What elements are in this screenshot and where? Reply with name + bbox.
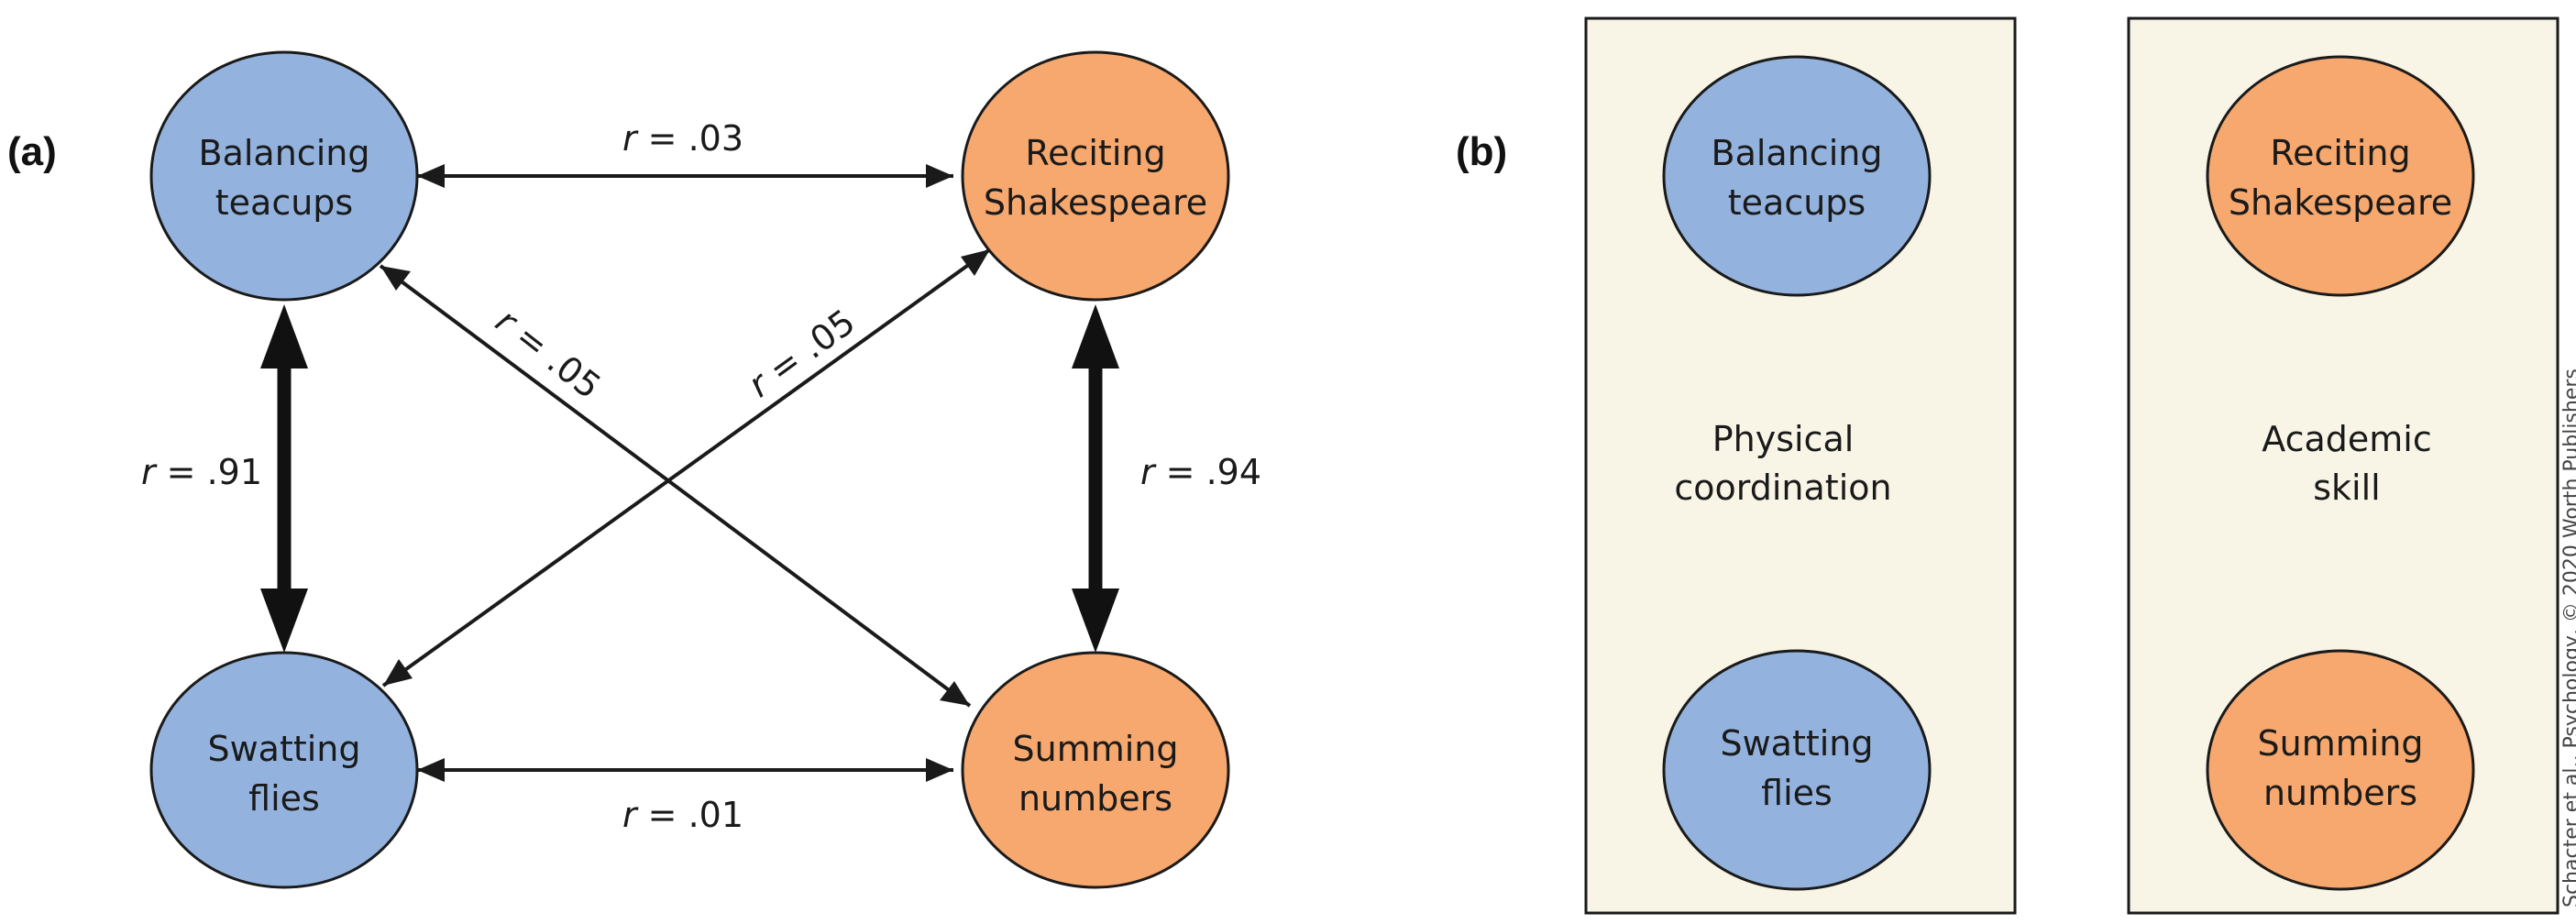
svg-text:Balancing: Balancing <box>1712 133 1883 173</box>
svg-text:Swatting: Swatting <box>207 729 360 769</box>
node-swatting-flies: Swatting flies <box>149 651 419 889</box>
label-r-balancing-swatting: r = .91 <box>141 452 262 492</box>
svg-text:Summing: Summing <box>1012 729 1178 769</box>
edge-reciting-swatting <box>381 248 992 688</box>
publisher-credit: Schacter et al., Psychology, © 2020 Wort… <box>2560 368 2576 908</box>
edge-balancing-swatting <box>260 304 308 653</box>
box-physical-coordination: Balancing teacups Physical coordination … <box>1584 16 2017 915</box>
svg-text:Shakespeare: Shakespeare <box>984 182 1207 223</box>
svg-text:flies: flies <box>248 778 320 819</box>
box-academic-skill: Reciting Shakespeare Academic skill Summ… <box>2127 16 2559 915</box>
box-title-physical-line2: coordination <box>1674 468 1891 508</box>
box-title-physical: Physical <box>1712 419 1855 459</box>
box-node-summing-numbers: Summing numbers <box>2206 649 2475 891</box>
svg-text:teacups: teacups <box>1728 182 1866 223</box>
svg-text:flies: flies <box>1761 773 1833 813</box>
edge-balancing-summing <box>379 264 972 708</box>
svg-text:teacups: teacups <box>215 182 353 223</box>
edge-balancing-reciting <box>417 164 953 188</box>
box-title-academic-line2: skill <box>2313 468 2380 508</box>
svg-text:Reciting: Reciting <box>1025 133 1165 173</box>
node-balancing-teacups: Balancing teacups <box>149 50 419 302</box>
panel-a-label: (a) <box>7 129 57 174</box>
svg-text:numbers: numbers <box>1018 778 1172 819</box>
edge-reciting-summing <box>1072 304 1119 653</box>
edge-swatting-summing <box>417 758 953 782</box>
svg-text:Summing: Summing <box>2257 723 2423 764</box>
box-node-swatting-flies: Swatting flies <box>1662 649 1932 891</box>
node-summing-numbers: Summing numbers <box>961 651 1230 889</box>
svg-text:Reciting: Reciting <box>2270 133 2410 173</box>
label-r-balancing-reciting: r = .03 <box>622 118 743 159</box>
label-r-swatting-summing: r = .01 <box>622 795 743 835</box>
panel-b-label: (b) <box>1456 129 1507 174</box>
svg-text:Shakespeare: Shakespeare <box>2229 182 2452 223</box>
svg-text:Balancing: Balancing <box>199 133 370 173</box>
box-node-balancing-teacups: Balancing teacups <box>1662 55 1932 297</box>
svg-text:numbers: numbers <box>2263 773 2417 813</box>
box-node-reciting-shakespeare: Reciting Shakespeare <box>2206 55 2475 297</box>
label-r-reciting-summing: r = .94 <box>1140 452 1261 492</box>
svg-text:Swatting: Swatting <box>1720 723 1873 764</box>
box-title-academic: Academic <box>2262 419 2431 459</box>
node-reciting-shakespeare: Reciting Shakespeare <box>961 50 1230 302</box>
